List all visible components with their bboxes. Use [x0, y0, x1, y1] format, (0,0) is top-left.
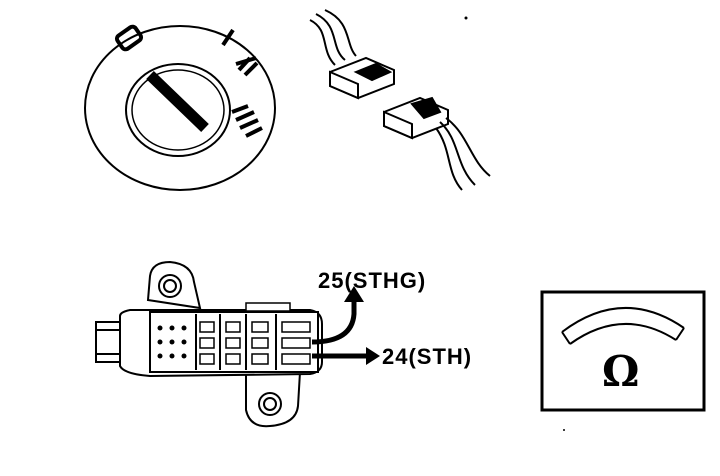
ohm-symbol: Ω [602, 347, 639, 396]
connector-disconnect-icon [309, 9, 491, 191]
switch-position-3-mark [231, 104, 263, 138]
ohmmeter-icon: Ω [540, 290, 706, 412]
arrowhead-25 [344, 286, 364, 302]
ohmmeter-scale-arc [561, 307, 685, 333]
label-24-sth: 24(STH) [382, 344, 472, 369]
ignition-switch-icon [84, 24, 276, 191]
switch-connector-body-icon [95, 260, 323, 428]
label-25-sthg: 25(STHG) [318, 268, 426, 293]
connector-arrows [311, 300, 366, 359]
switch-position-2-mark [235, 56, 259, 77]
switch-position-1-mark [221, 28, 235, 47]
arrowhead-24 [366, 347, 380, 365]
arrow-to-25 [311, 300, 357, 345]
switch-position-0-mark [114, 24, 144, 52]
